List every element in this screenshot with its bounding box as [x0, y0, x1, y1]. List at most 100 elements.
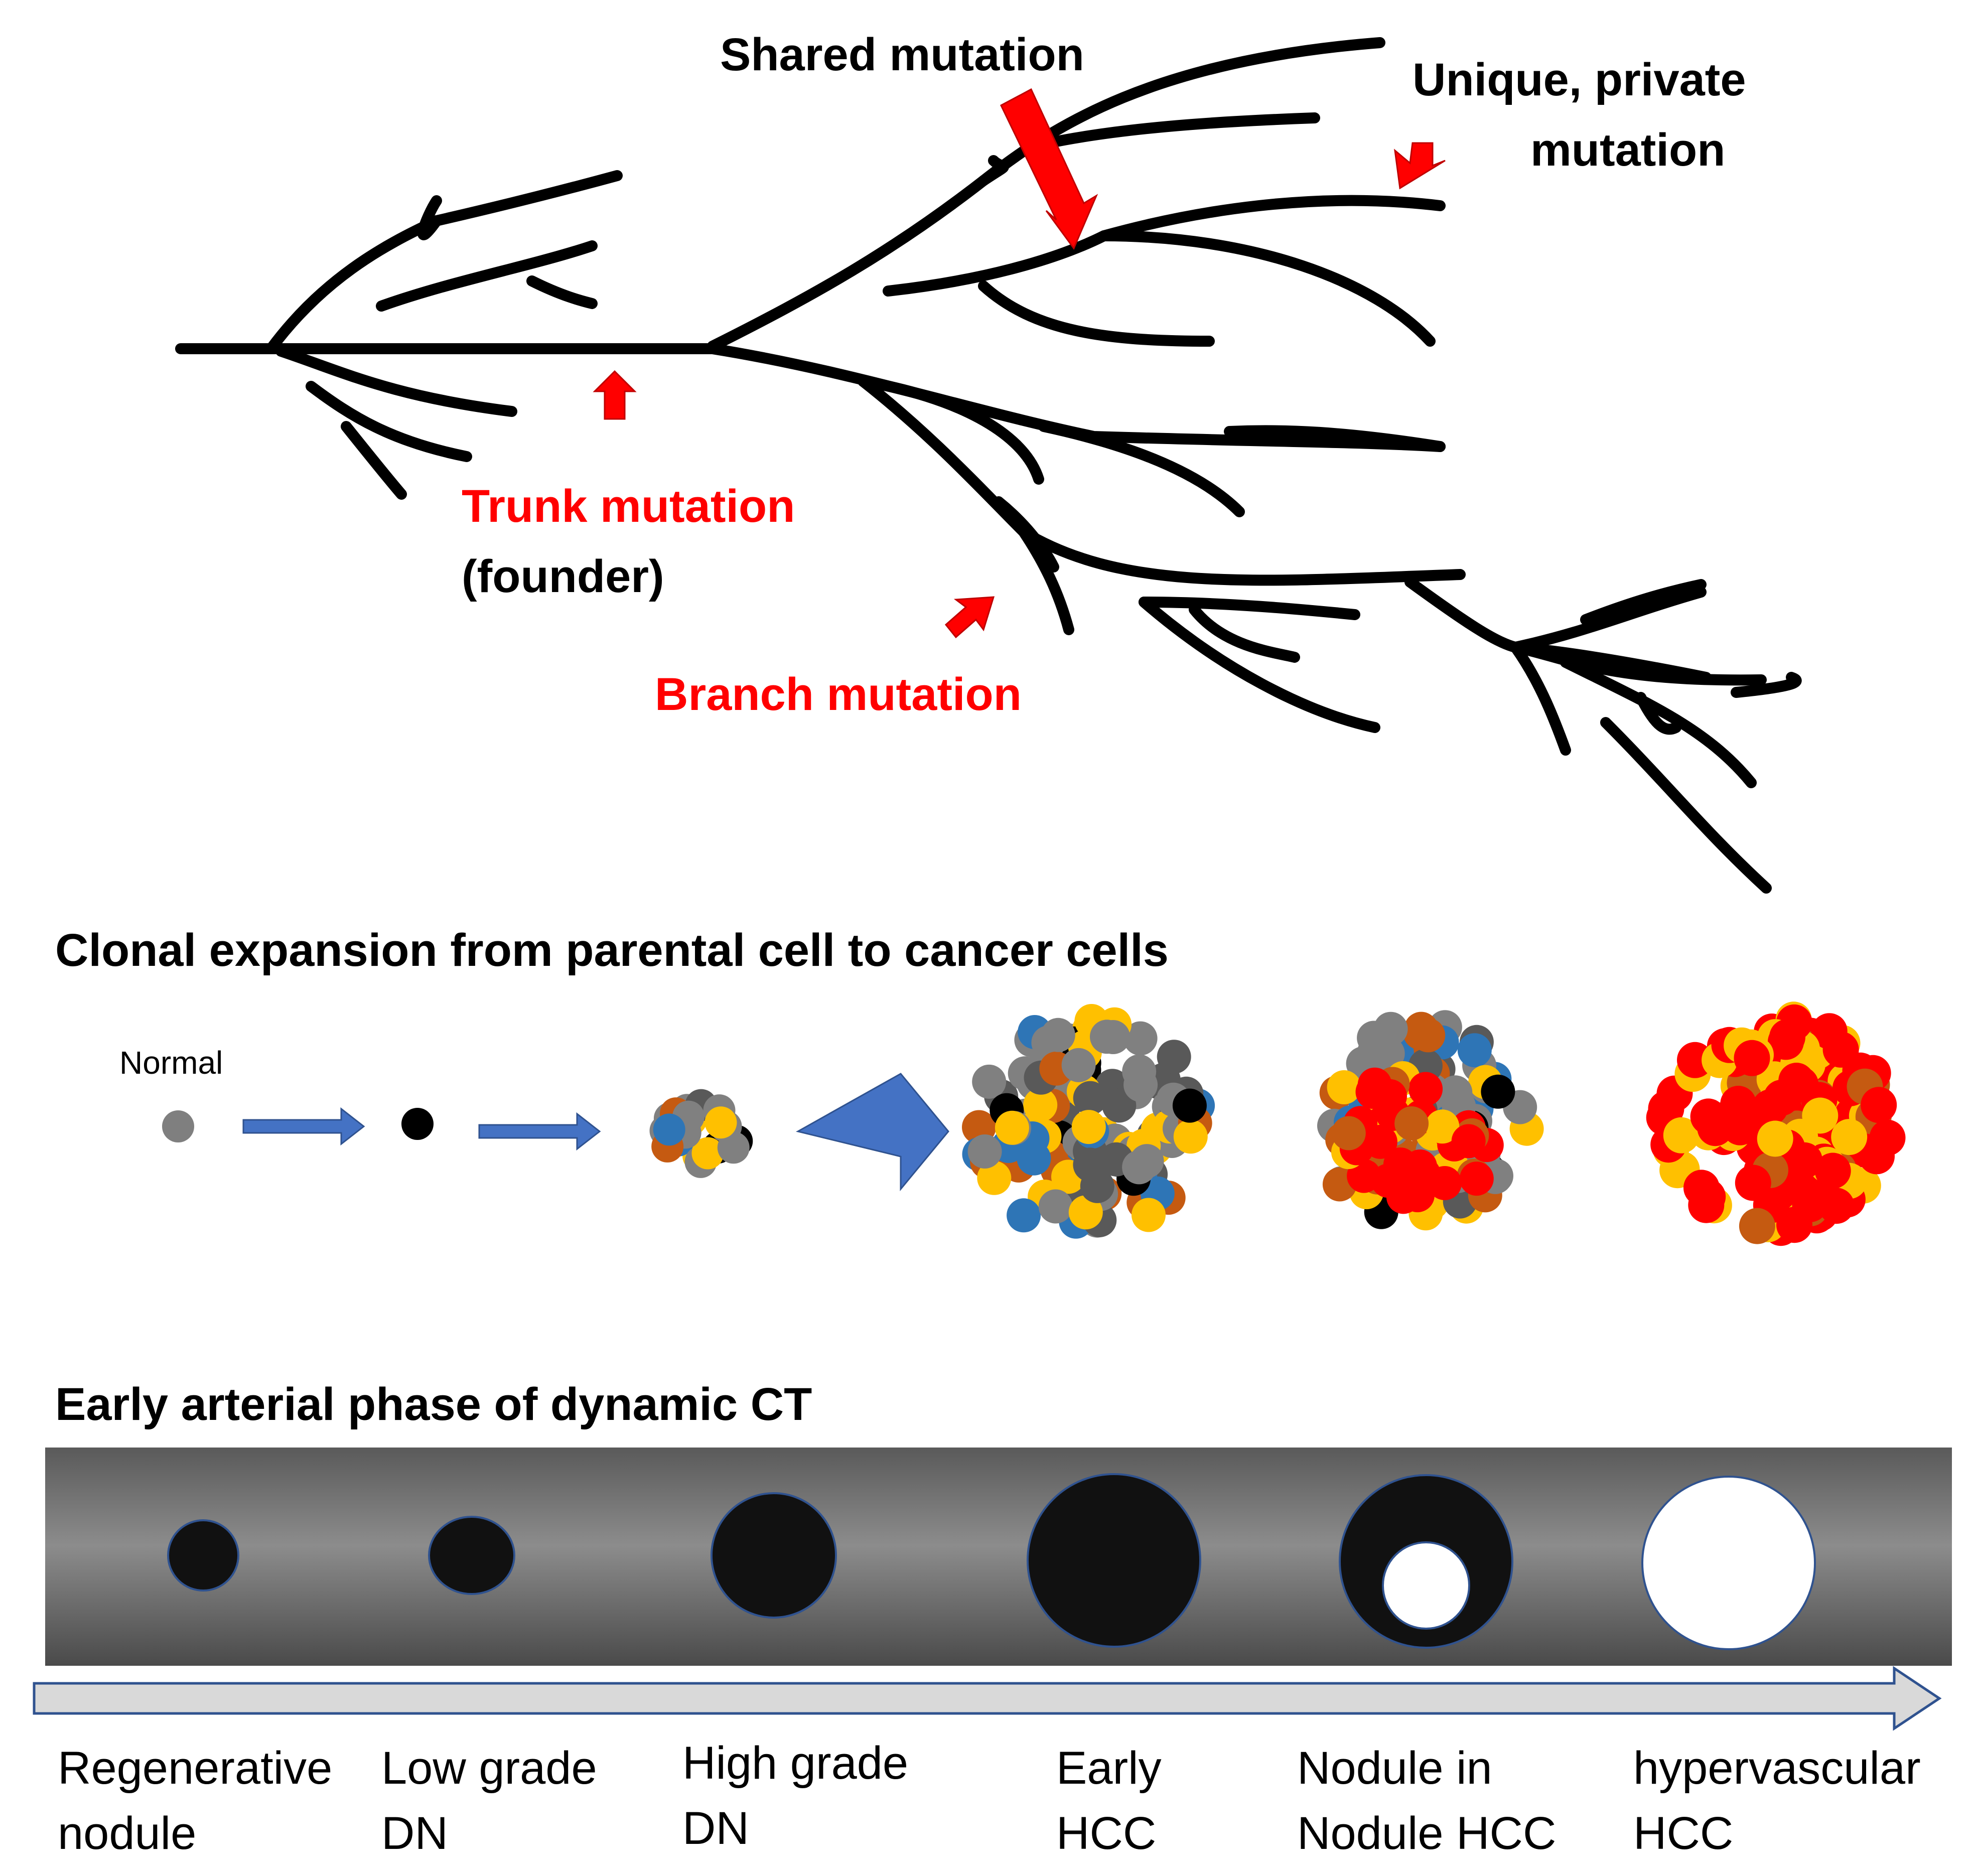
phylogenetic-tree	[175, 37, 1802, 894]
cell-dot	[1720, 1086, 1757, 1122]
mutated-cell	[401, 1108, 434, 1140]
tree-branch	[858, 376, 1044, 485]
cell-dot	[967, 1134, 1002, 1169]
tree-branch	[1189, 604, 1300, 663]
stage-label-4-line2: HCC	[1056, 1808, 1156, 1859]
cell-dot	[1071, 1110, 1106, 1144]
ct-nodule-regenerative	[167, 1519, 239, 1592]
tree-branch	[306, 381, 472, 462]
stage-label-6-line2: HCC	[1633, 1808, 1733, 1859]
stage-label-2-line1: Low grade	[381, 1743, 597, 1794]
ct-background-bar	[45, 1448, 1952, 1666]
cell-dot	[1400, 1178, 1435, 1213]
cell-dot	[1041, 1018, 1075, 1052]
cell-dot	[653, 1113, 685, 1146]
cell-cluster-mixed	[962, 1004, 1215, 1239]
cell-dot	[1122, 1150, 1157, 1185]
cell-dot	[1776, 1207, 1812, 1243]
cell-dot	[1757, 1120, 1793, 1157]
unique-mutation-arrow	[1394, 142, 1446, 190]
cell-dot	[972, 1064, 1007, 1099]
tree-branch	[1580, 579, 1707, 625]
cell-dot	[995, 1110, 1029, 1145]
ct-nodule-hypervascular	[1641, 1476, 1816, 1650]
cell-dot	[1123, 1021, 1158, 1056]
cell-dot	[1861, 1087, 1897, 1123]
cell-dot	[1735, 1165, 1771, 1201]
tree-branch	[1139, 597, 1380, 733]
founder-label: (founder)	[462, 551, 664, 602]
cell-dot	[1038, 1189, 1073, 1224]
cell-dot	[704, 1106, 737, 1139]
tree-branch	[341, 421, 407, 500]
cell-dot	[717, 1131, 750, 1164]
tree-branch	[1510, 587, 1707, 653]
cell-dot	[1173, 1119, 1208, 1154]
tree-branch	[526, 275, 598, 309]
cell-dot	[1061, 1048, 1096, 1082]
stage-label-5-line2: Nodule HCC	[1297, 1808, 1556, 1859]
tree-branch	[376, 240, 598, 312]
normal-cell	[162, 1110, 194, 1142]
unique-mutation-label-line2: mutation	[1530, 124, 1725, 176]
cell-dot	[1132, 1198, 1166, 1232]
mutation-arrows	[593, 88, 1446, 639]
tree-branch	[1510, 642, 1767, 686]
stage-label-3-line1: High grade	[682, 1738, 908, 1789]
ct-nodule-high-grade-dn	[711, 1492, 837, 1619]
tree-branch	[1038, 421, 1245, 517]
cell-dot	[1697, 1110, 1734, 1146]
trunk-mutation-label: Trunk mutation	[462, 481, 795, 532]
ct-section-title: Early arterial phase of dynamic CT	[55, 1379, 812, 1430]
cell-dot	[1459, 1162, 1494, 1196]
tree-branch	[978, 155, 1009, 186]
branch-mutation-label: Branch mutation	[655, 669, 1022, 720]
cell-dot	[1355, 1075, 1390, 1109]
tree-branch	[1043, 112, 1320, 149]
shared-mutation-label: Shared mutation	[720, 29, 1084, 80]
tree-branch	[883, 195, 1446, 297]
cell-cluster-dominant-red	[1646, 1001, 1906, 1246]
cell-dot	[1068, 1195, 1103, 1230]
cell-dot	[1663, 1117, 1700, 1153]
tree-branch	[978, 280, 1215, 347]
cell-dot	[1831, 1119, 1868, 1156]
cell-dot	[1769, 1019, 1805, 1055]
ct-nodule-in-nodule-inner	[1382, 1541, 1470, 1630]
cell-dot	[1403, 1149, 1438, 1184]
cell-dot	[1327, 1070, 1361, 1104]
tree-branch	[1635, 692, 1681, 735]
cell-dot	[1763, 1079, 1800, 1116]
cell-dot	[1869, 1119, 1906, 1156]
tree-branch	[431, 170, 623, 226]
clonal-section-title: Clonal expansion from parental cell to c…	[55, 925, 1169, 976]
tree-branch	[1510, 642, 1571, 756]
cell-dot	[1425, 1109, 1460, 1144]
cell-dot	[1394, 1106, 1429, 1140]
cell-dot	[1102, 1088, 1137, 1123]
large-expansion-arrow	[795, 1073, 949, 1192]
stage-labels: Regenerative nodule Low grade DN High gr…	[58, 1738, 1921, 1859]
cell-dot	[1786, 1142, 1823, 1179]
cell-dot	[1023, 1088, 1058, 1122]
expansion-arrow-2	[478, 1112, 601, 1151]
tree-branch	[1139, 597, 1360, 620]
cell-dot	[1457, 1033, 1492, 1068]
cell-dot	[1331, 1116, 1366, 1150]
tree-branch	[858, 376, 1466, 586]
stage-label-1-line2: nodule	[58, 1808, 196, 1859]
branch-mutation-arrow	[944, 596, 995, 639]
cell-dot	[1080, 1169, 1114, 1203]
stage-label-2-line2: DN	[381, 1808, 448, 1859]
cell-dot	[1172, 1088, 1207, 1123]
tree-branch	[417, 195, 442, 240]
tree-branch	[265, 215, 442, 354]
cell-dot	[1411, 1018, 1446, 1053]
cell-dot	[1802, 1097, 1839, 1134]
cell-dot	[1007, 1198, 1041, 1233]
cell-dot	[977, 1161, 1012, 1195]
cell-dot	[1734, 1040, 1770, 1076]
cell-dot	[1818, 1188, 1855, 1224]
cell-cluster-small	[649, 1089, 753, 1178]
stage-label-6-line1: hypervascular	[1633, 1743, 1921, 1794]
